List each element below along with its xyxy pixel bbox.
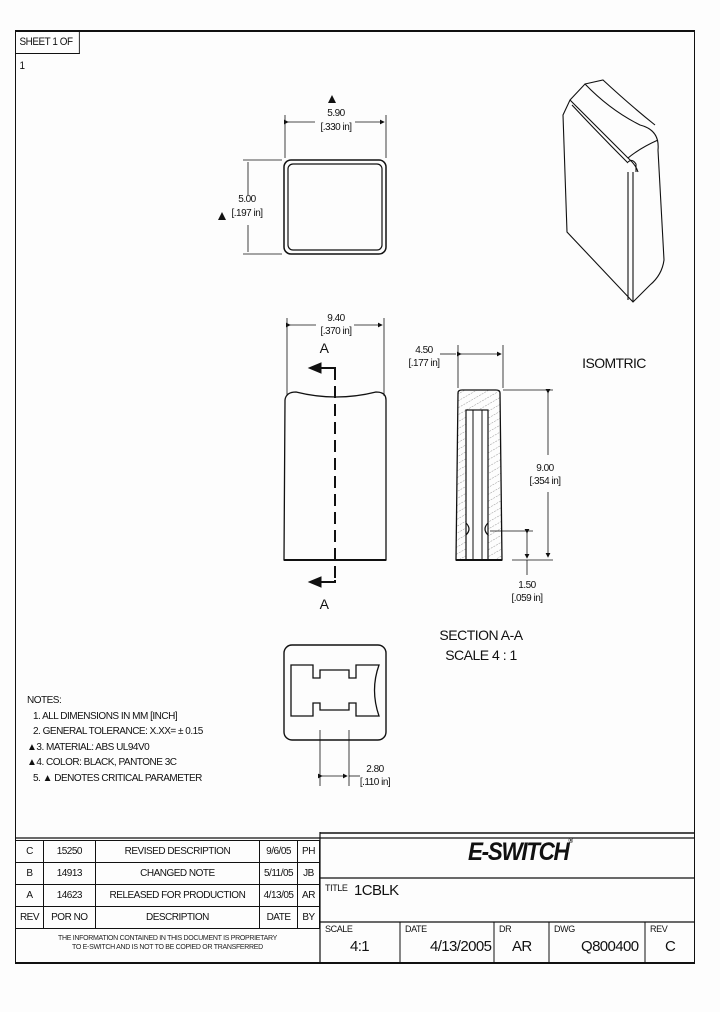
- svg-text:4.50: 4.50: [415, 345, 433, 356]
- svg-text:SCALE 4 : 1: SCALE 4 : 1: [445, 647, 517, 663]
- note-item: 2. GENERAL TOLERANCE: X.XX= ± 0.15: [33, 726, 203, 737]
- company-logo: E-SWITCH®: [468, 838, 573, 866]
- isometric-view: [562, 79, 665, 303]
- part-title: 1CBLK: [354, 882, 399, 899]
- critical-triangle-icon: ▲: [27, 757, 37, 768]
- svg-text:[.110 in]: [.110 in]: [360, 777, 391, 788]
- svg-text:A: A: [320, 596, 330, 612]
- section-view-dims: 4.50 [.177 in] 9.00 [.354 in] 1.50 [.059…: [408, 345, 561, 663]
- scale-cell: SCALE 4:1: [325, 924, 370, 955]
- critical-triangle-icon: ▲: [27, 741, 37, 753]
- notes-block: NOTES: 1. ALL DIMENSIONS IN MM [INCH] 2.…: [27, 693, 203, 786]
- top-view: [243, 115, 387, 255]
- front-view-dims: 9.40 [.370 in] A A: [320, 313, 353, 612]
- svg-text:1.50: 1.50: [518, 580, 536, 591]
- table-row: C 15250 REVISED DESCRIPTION 9/6/05 PH: [15, 840, 320, 863]
- note-item: 5. ▲ DENOTES CRITICAL PARAMETER: [33, 772, 202, 784]
- svg-text:[.059 in]: [.059 in]: [511, 593, 543, 604]
- critical-triangle-icon: [328, 95, 336, 103]
- note-item: ▲4. COLOR: BLACK, PANTONE 3C: [27, 757, 177, 768]
- drawing-number-cell: DWG Q800400: [554, 924, 639, 955]
- svg-text:[.370 in]: [.370 in]: [320, 326, 352, 337]
- table-row: A 14623 RELEASED FOR PRODUCTION 4/13/05 …: [15, 884, 320, 907]
- title-cell: TITLE 1CBLK: [325, 882, 399, 899]
- svg-text:[.354 in]: [.354 in]: [529, 476, 561, 487]
- table-header-row: REV POR NO DESCRIPTION DATE BY: [15, 906, 320, 929]
- svg-text:[.197 in]: [.197 in]: [231, 208, 263, 219]
- title-block-lines: [15, 832, 695, 964]
- front-view: [283, 318, 387, 588]
- section-view: [440, 345, 553, 575]
- svg-text:2.80: 2.80: [366, 764, 384, 775]
- critical-triangle-icon: [218, 212, 226, 220]
- note-item: 1. ALL DIMENSIONS IN MM [INCH]: [33, 710, 178, 722]
- revision-table: C 15250 REVISED DESCRIPTION 9/6/05 PH B …: [15, 840, 320, 929]
- svg-text:[.177 in]: [.177 in]: [408, 358, 440, 369]
- svg-text:5.90: 5.90: [327, 108, 345, 119]
- isometric-label: ISOMTRIC: [582, 355, 646, 371]
- svg-text:9.40: 9.40: [327, 313, 345, 324]
- svg-text:SECTION A-A: SECTION A-A: [439, 627, 523, 643]
- date-cell: DATE 4/13/2005: [405, 924, 492, 955]
- notes-header: NOTES:: [27, 695, 62, 706]
- svg-text:5.00: 5.00: [238, 194, 256, 205]
- drawing-sheet-border: [15, 30, 695, 964]
- drawn-by-cell: DR AR: [499, 924, 532, 955]
- revision-cell: REV C: [650, 924, 676, 955]
- note-item: ▲3. MATERIAL: ABS UL94V0: [27, 741, 150, 753]
- table-row: B 14913 CHANGED NOTE 5/11/05 JB: [15, 862, 320, 885]
- bottom-view: [283, 644, 387, 786]
- sheet-number-label: SHEET 1 OF 1: [15, 30, 80, 72]
- top-view-dims: 5.90 [.330 in] 5.00 [.197 in]: [218, 95, 353, 220]
- svg-text:9.00: 9.00: [536, 463, 554, 474]
- proprietary-notice: THE INFORMATION CONTAINED IN THIS DOCUME…: [58, 935, 277, 951]
- svg-text:[.330 in]: [.330 in]: [320, 122, 352, 133]
- bottom-view-dims: 2.80 [.110 in]: [360, 764, 392, 788]
- svg-text:A: A: [320, 340, 330, 356]
